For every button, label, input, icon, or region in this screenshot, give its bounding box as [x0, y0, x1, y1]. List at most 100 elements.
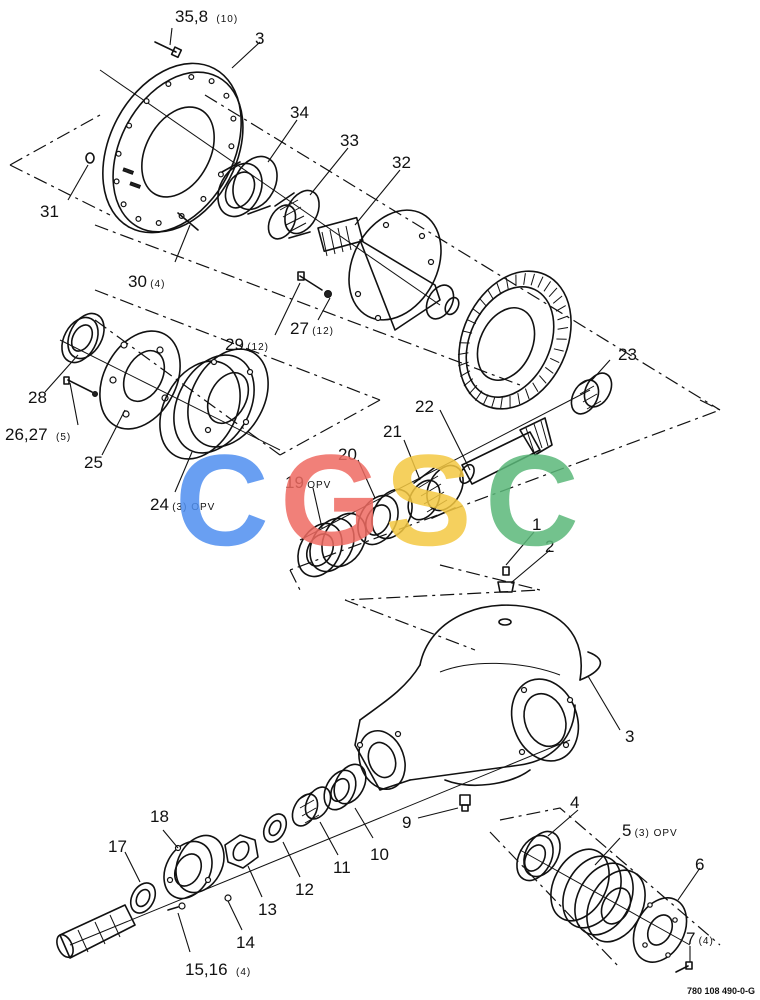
callout-6: 6 [695, 855, 704, 874]
ring-gear-tooth [487, 289, 494, 300]
callout-31: 31 [40, 202, 59, 221]
callout-qty-27: (12) [312, 326, 334, 337]
ring-gear-tooth [517, 393, 521, 405]
ring-gear-tooth [530, 273, 535, 286]
leader-lines [44, 27, 701, 962]
bearing-cage-flange [102, 62, 244, 234]
callout-2627: 26,27 [5, 425, 48, 444]
ring-gear-tooth [557, 327, 569, 330]
callout-2: 2 [545, 537, 554, 556]
callout-14: 14 [236, 933, 255, 952]
callout-27: 27 [290, 319, 309, 338]
cup-4 [516, 830, 561, 882]
flange-bolt-hole [200, 195, 207, 202]
ring-gear-tooth [457, 352, 469, 355]
flange-bolt-hole [217, 171, 224, 178]
flange-bolt-hole [113, 178, 120, 185]
callout-7: 7 [686, 929, 695, 948]
bolt-7 [675, 961, 693, 973]
callout-3b: 3 [625, 727, 634, 746]
cup-10 [323, 763, 367, 811]
callout-5: 5 [622, 821, 631, 840]
callout-qty-1516: (4) [236, 967, 251, 978]
ring-gear-tooth [472, 308, 482, 316]
flange-bolt-hole [143, 98, 150, 105]
ring-gear-tooth [458, 361, 469, 367]
callout-24: 24 [150, 495, 169, 514]
ring-gear-tooth [523, 273, 526, 285]
ring-gear-tooth [479, 298, 487, 307]
ring-gear-tooth [500, 397, 503, 409]
ring-gear-tooth [537, 276, 544, 288]
callout-18: 18 [150, 807, 169, 826]
callout-17: 17 [108, 837, 127, 856]
watermark-letter: C [485, 427, 579, 573]
callout-32: 32 [392, 153, 411, 172]
pin-30 [177, 212, 199, 231]
callout-29: 29 [225, 335, 244, 354]
ring-gear-tooth [505, 277, 509, 289]
callout-11: 11 [333, 858, 351, 877]
flange-bolt-hole [115, 150, 122, 157]
watermark-letter: G [280, 427, 381, 573]
callout-qty-2627: (5) [56, 432, 71, 443]
flange-bolt-hole [165, 80, 172, 87]
flange-bolt-hole [223, 92, 230, 99]
seal-17 [129, 882, 157, 914]
cover-6 [632, 897, 688, 963]
nut-13 [224, 834, 259, 869]
callout-20: 20 [338, 445, 357, 464]
ring-gear-tooth [468, 384, 478, 395]
ring-gear-tooth [555, 305, 566, 312]
callout-qty-30: (4) [150, 279, 165, 290]
ring-gear-tooth [539, 375, 547, 384]
callout-qty-19: OPV [307, 480, 331, 491]
ring-gear-tooth [557, 315, 568, 321]
ring-gear-tooth [491, 396, 496, 409]
callout-33: 33 [340, 131, 359, 150]
callout-21: 21 [383, 422, 402, 441]
flange-bolt-hole [120, 201, 127, 208]
ring-gear-tooth [474, 390, 483, 401]
watermark-letter: S [385, 427, 472, 573]
callout-23: 23 [618, 345, 637, 364]
callout-35: 35,8 [175, 7, 208, 26]
ring-gear-tooth [552, 295, 563, 304]
ring-gear-tooth [548, 287, 558, 298]
nut-31 [85, 152, 95, 164]
shims-5 [550, 848, 646, 943]
ring-gear-tooth [543, 281, 552, 292]
callout-3a: 3 [255, 29, 264, 48]
ring-gear-tooth [549, 357, 560, 364]
shims-19 [297, 512, 367, 578]
cup-34 [217, 155, 278, 218]
callout-1: 1 [532, 515, 541, 534]
callout-34: 34 [290, 103, 309, 122]
flange-bolt-hole [230, 115, 237, 122]
seal-28 [61, 312, 105, 364]
shims-24 [159, 348, 269, 460]
ring-gear-tooth [462, 330, 473, 334]
washer-12 [262, 813, 288, 843]
callout-10: 10 [370, 845, 389, 864]
pinion-cage-32 [317, 209, 460, 331]
ring-gear-22 [457, 270, 572, 410]
ring-gear-tooth [466, 318, 477, 325]
flange-bolt-hole [208, 78, 215, 85]
callout-30: 30 [128, 272, 147, 291]
washer-14 [224, 894, 232, 902]
callout-12: 12 [295, 880, 314, 899]
callout-9: 9 [402, 813, 411, 832]
ring-gear-tooth [463, 378, 474, 387]
flange-bolt-hole [135, 215, 142, 222]
bolt-15-16 [167, 902, 186, 911]
ring-gear-tooth [482, 394, 489, 406]
cap-screw-35 [154, 41, 183, 59]
callout-25: 25 [84, 453, 103, 472]
cone-21 [407, 464, 464, 521]
ring-gear-tooth [532, 382, 539, 393]
breather-1-2 [497, 566, 515, 593]
cup-20 [357, 488, 413, 546]
callout-19: 19 [285, 473, 304, 492]
